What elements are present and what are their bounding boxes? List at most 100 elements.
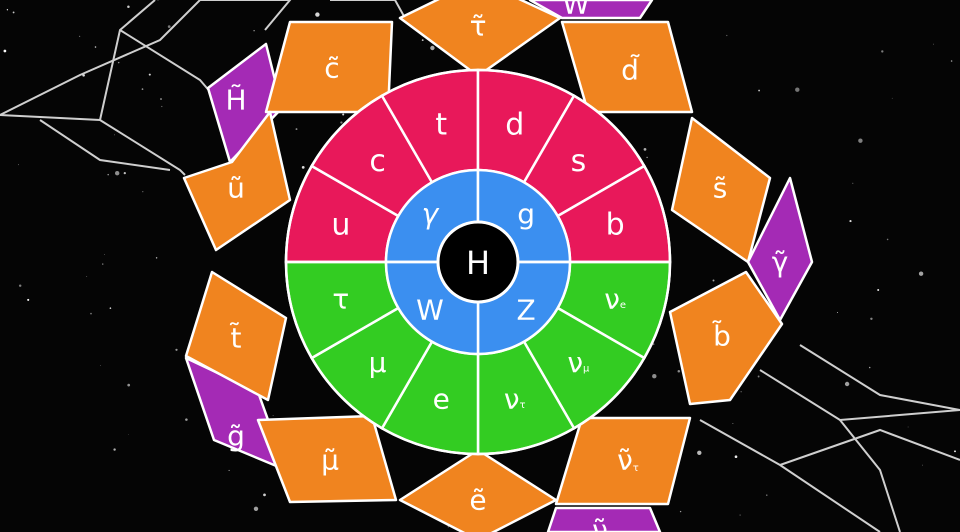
star xyxy=(954,450,956,453)
lepton-subscript: μ xyxy=(583,363,590,374)
star xyxy=(123,171,126,175)
star xyxy=(78,35,81,38)
star xyxy=(18,284,22,287)
star xyxy=(253,506,259,511)
star xyxy=(726,34,728,37)
star xyxy=(102,263,104,265)
star xyxy=(185,418,188,421)
bottom-purple-tile xyxy=(546,506,662,532)
star xyxy=(712,279,715,282)
star xyxy=(301,166,305,169)
star xyxy=(94,46,97,48)
star xyxy=(740,391,742,393)
boson-label: γ xyxy=(422,197,440,230)
star xyxy=(117,61,120,64)
star xyxy=(142,191,144,193)
star xyxy=(677,369,681,373)
star xyxy=(766,494,768,496)
star xyxy=(128,434,129,435)
quark-label: d xyxy=(505,107,524,142)
star xyxy=(12,11,15,14)
higgs-label: H xyxy=(466,244,490,282)
boson-label: g xyxy=(517,197,535,230)
star xyxy=(161,105,163,108)
sstrange-label: s̃ xyxy=(713,172,728,205)
stop-label: t̃ xyxy=(229,321,241,354)
star xyxy=(795,87,800,92)
star xyxy=(881,50,884,53)
wino-tile xyxy=(528,0,654,20)
star xyxy=(295,128,298,131)
star xyxy=(109,307,112,309)
star xyxy=(652,374,657,379)
star xyxy=(6,9,9,11)
sdown-label: d̃ xyxy=(621,53,640,86)
star xyxy=(114,134,115,136)
sdown-tile xyxy=(560,20,694,114)
bottom-right-purple-label: ν̃ xyxy=(592,514,608,532)
lepton-subscript: τ xyxy=(520,400,526,411)
star xyxy=(157,0,159,1)
stop-tile xyxy=(184,270,288,402)
star xyxy=(844,381,850,387)
sstrange-tile xyxy=(670,116,772,264)
sup-tile xyxy=(182,110,292,252)
lepton-label: μ xyxy=(369,346,387,379)
star xyxy=(739,514,741,516)
star xyxy=(113,448,116,451)
selectron-tile xyxy=(398,448,558,532)
star xyxy=(141,88,144,90)
star xyxy=(697,450,702,455)
sup-label: ũ xyxy=(227,172,245,205)
quark-label: c xyxy=(369,144,386,179)
lepton-label: e xyxy=(433,383,450,416)
star xyxy=(858,138,863,143)
lepton-subscript: e xyxy=(620,299,626,310)
star xyxy=(175,348,178,351)
star xyxy=(918,271,924,276)
star xyxy=(447,526,449,528)
star xyxy=(922,464,923,466)
star xyxy=(115,171,120,176)
star xyxy=(228,469,230,471)
star xyxy=(342,113,345,116)
wino-label: W̃ xyxy=(562,0,590,21)
smuon-tile xyxy=(256,414,398,504)
star xyxy=(643,148,647,151)
star xyxy=(160,98,162,100)
higgs-circle xyxy=(436,220,520,304)
scharm-label: c̃ xyxy=(324,52,339,85)
star xyxy=(891,97,893,99)
star xyxy=(340,121,343,124)
star xyxy=(732,423,734,424)
quark-label: t xyxy=(435,107,447,142)
star xyxy=(127,383,131,387)
star xyxy=(933,43,934,45)
star xyxy=(272,415,274,416)
star xyxy=(148,73,151,76)
quark-label: s xyxy=(571,144,587,179)
star xyxy=(86,276,88,277)
photino-label: γ̃ xyxy=(772,246,789,279)
star xyxy=(3,49,7,53)
star xyxy=(100,365,101,366)
star xyxy=(253,30,255,32)
quark-label: u xyxy=(331,208,350,243)
stau-label: τ̃ xyxy=(470,10,487,43)
star xyxy=(886,238,889,241)
wheel-outline xyxy=(284,68,672,456)
star xyxy=(849,220,852,223)
smuon-label: μ̃ xyxy=(321,444,339,477)
star xyxy=(907,426,909,428)
star xyxy=(852,182,854,184)
lepton-label: τ xyxy=(332,282,349,315)
quark-label: b xyxy=(606,208,625,243)
star xyxy=(430,45,435,51)
star xyxy=(155,257,158,259)
star xyxy=(167,25,171,28)
star xyxy=(734,455,738,459)
star xyxy=(421,39,424,42)
stau-tile xyxy=(398,0,562,78)
star xyxy=(315,12,320,17)
